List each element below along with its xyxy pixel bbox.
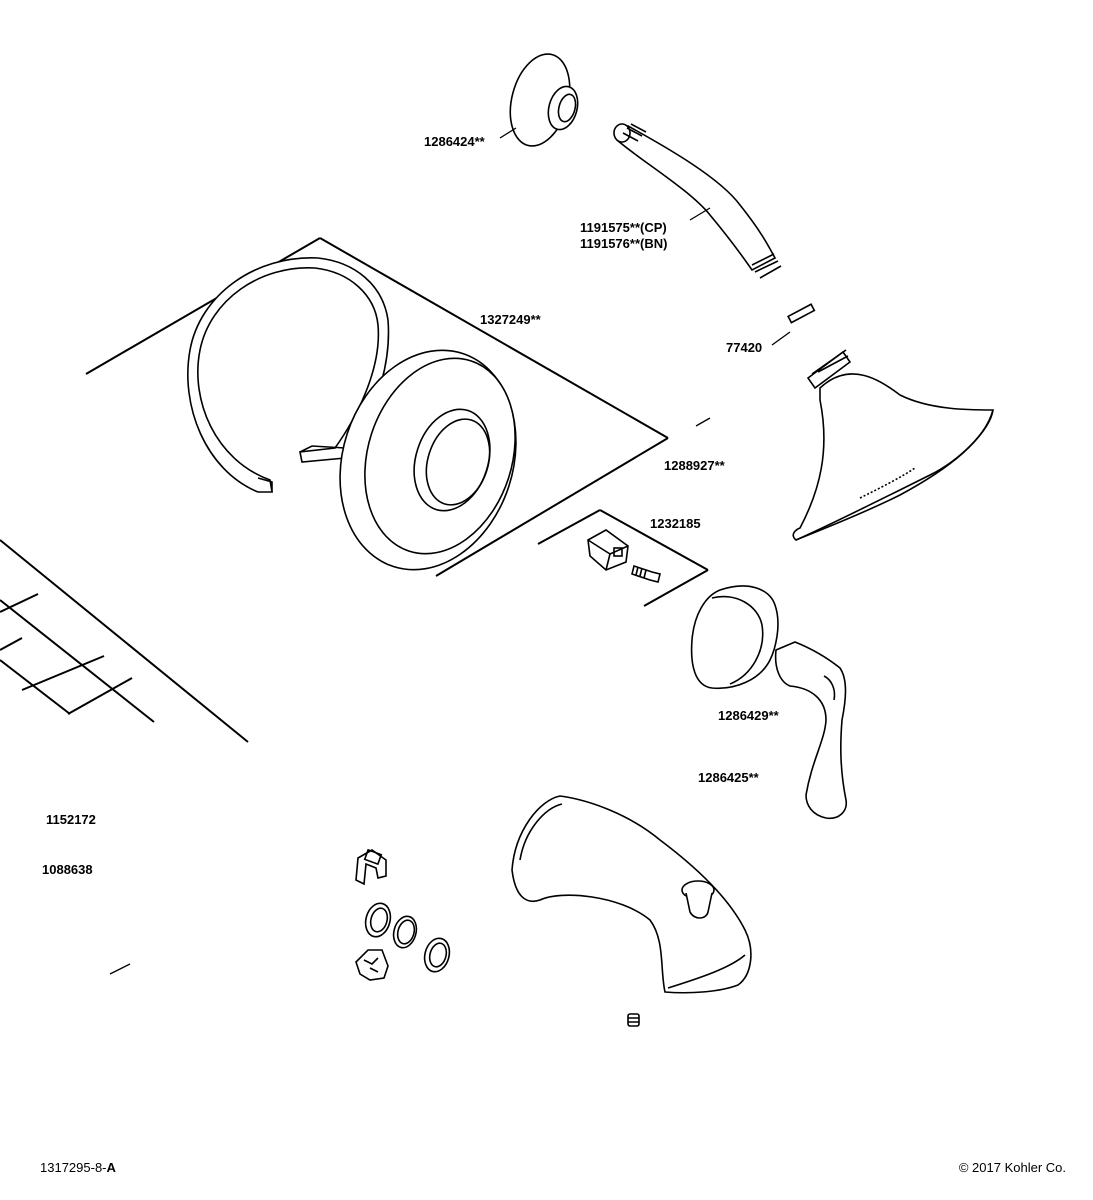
shower-arm: [613, 123, 782, 279]
pin: [771, 303, 816, 346]
adapter-kit-bracket: [537, 509, 709, 607]
showerhead: [695, 349, 994, 541]
label-showerhead: 1288927**: [664, 458, 726, 473]
label-adapter-kit: 1232185: [650, 516, 701, 531]
label-handle-base: 1286429**: [718, 708, 780, 723]
tub-spout: [511, 795, 752, 1027]
clips-and-washers: [355, 848, 451, 981]
label-shower-arm-cp: 1191575**(CP): [580, 220, 667, 235]
label-shower-arm-bn: 1191576**(BN): [580, 236, 667, 251]
label-part-1088638: 1088638: [42, 862, 93, 877]
label-pin: 77420: [726, 340, 762, 355]
label-escutcheon-kit: 1327249**: [480, 312, 542, 327]
copyright-notice: © 2017 Kohler Co.: [959, 1160, 1066, 1175]
wall-grid: [0, 539, 249, 975]
adapter-and-screw: [587, 529, 661, 583]
label-part-1152172: 1152172: [46, 812, 96, 827]
doc-number: 1317295-8-A: [40, 1160, 117, 1175]
valve-handle: [690, 585, 848, 820]
escutcheon-plate: [339, 349, 517, 571]
label-lever-handle: 1286425**: [698, 770, 760, 785]
label-flange-top: 1286424**: [424, 134, 486, 149]
shower-arm-flange: [499, 53, 579, 147]
